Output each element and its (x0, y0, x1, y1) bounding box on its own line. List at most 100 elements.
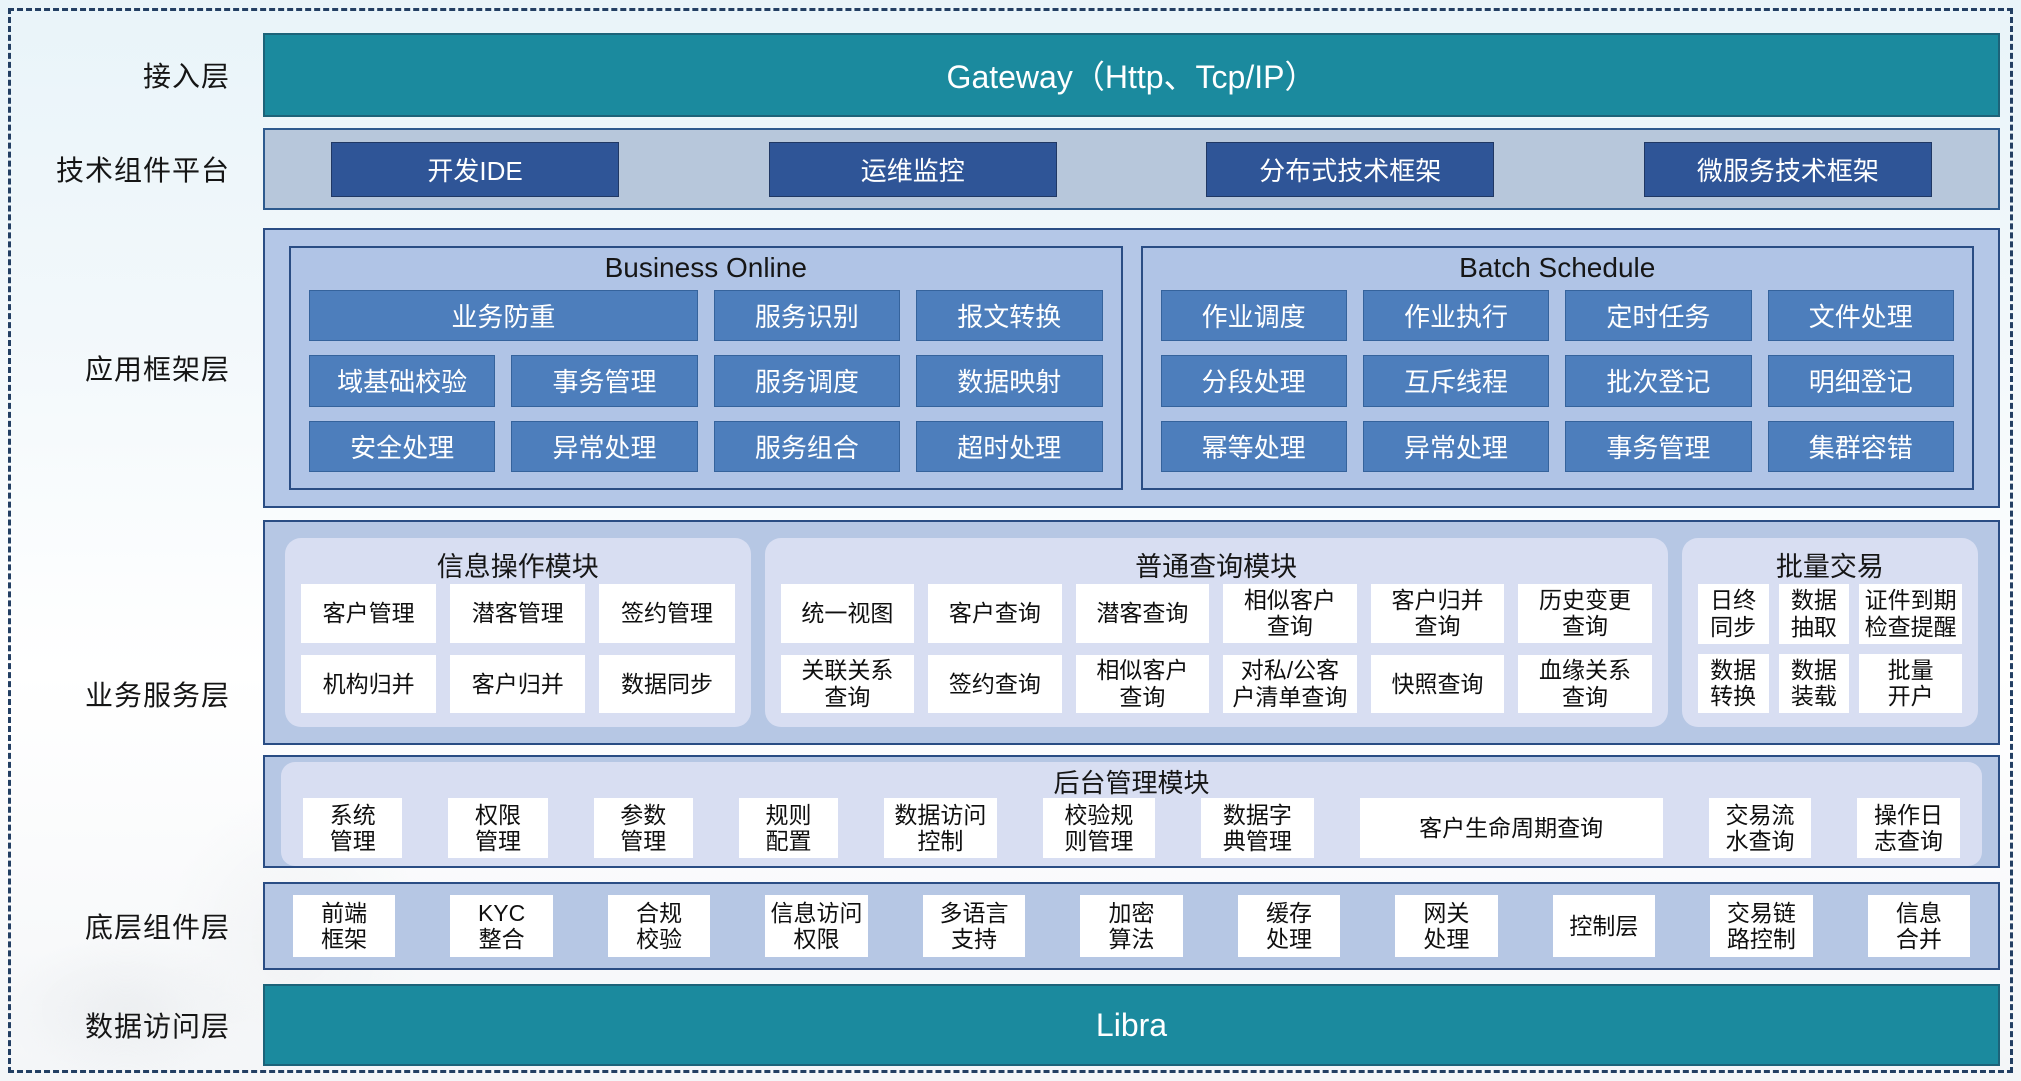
service-box: 统一视图 (780, 584, 915, 643)
service-box: 血缘关系 查询 (1518, 654, 1652, 713)
batch-trade-panel: 批量交易 日终 同步 数据 抽取 证件到期 检查提醒 数据 转换 数据 装载 批… (1681, 538, 1978, 727)
service-box: 快照查询 (1370, 654, 1505, 713)
component-box: 信息 合并 (1867, 895, 1970, 957)
module-box: 批次登记 (1565, 355, 1752, 407)
business-service-row: 业务服务层 信息操作模块 客户管理 潜客管理 签约管理 机构归并 客户归并 数据… (0, 520, 2021, 868)
module-box: 事务管理 (511, 355, 698, 407)
service-box: 权限 管理 (448, 798, 548, 858)
tech-item: 分布式技术框架 (1206, 141, 1495, 197)
tech-platform-label: 技术组件平台 (55, 155, 230, 186)
access-layer-content: Gateway（Http、Tcp/IP） (263, 33, 2000, 117)
module-box: 分段处理 (1160, 355, 1347, 407)
service-box: 数据 抽取 (1778, 584, 1850, 644)
component-box: 信息访问 权限 (765, 895, 868, 957)
module-box: 安全处理 (309, 420, 496, 472)
common-query-grid: 统一视图 客户查询 潜客查询 相似客户 查询 客户归并 查询 历史变更 查询 关… (780, 584, 1652, 713)
service-box: 相似客户 查询 (1075, 654, 1210, 713)
service-box: 操作日 志查询 (1857, 798, 1960, 858)
tech-platform-row: 技术组件平台 开发IDE 运维监控 分布式技术框架 微服务技术框架 (0, 128, 2021, 210)
service-box: 数据 转换 (1697, 653, 1769, 713)
module-box: 幂等处理 (1160, 420, 1347, 472)
access-layer-label: 接入层 (142, 61, 230, 92)
component-box: 缓存 处理 (1237, 895, 1341, 957)
business-service-label: 业务服务层 (84, 680, 230, 711)
app-framework-content: Business Online 业务防重 服务识别 报文转换 域基础校验 事务管… (263, 228, 2000, 508)
module-box: 服务调度 (713, 355, 901, 407)
component-box: 交易链 路控制 (1710, 895, 1813, 957)
libra-bar: Libra (263, 984, 2000, 1066)
component-box: KYC 整合 (450, 895, 553, 957)
business-service-content: 信息操作模块 客户管理 潜客管理 签约管理 机构归并 客户归并 数据同步 普通查… (263, 520, 2000, 868)
service-box: 客户归并 (450, 654, 586, 713)
batch-trade-grid: 日终 同步 数据 抽取 证件到期 检查提醒 数据 转换 数据 装载 批量 开户 (1697, 584, 1962, 713)
tech-item: 运维监控 (768, 141, 1057, 197)
service-box: 客户管理 (301, 584, 437, 643)
service-box: 关联关系 查询 (780, 654, 915, 713)
admin-module-row: 系统 管理 权限 管理 参数 管理 规则 配置 数据访问 控制 校验规 则管理 … (303, 798, 1960, 858)
component-box: 网关 处理 (1395, 895, 1498, 957)
service-box: 规则 配置 (738, 798, 839, 858)
module-box: 定时任务 (1565, 290, 1752, 342)
service-box: 潜客查询 (1075, 584, 1210, 643)
service-box: 交易流 水查询 (1708, 798, 1812, 858)
service-box: 数据同步 (599, 654, 735, 713)
module-box: 服务识别 (713, 290, 901, 342)
common-query-title: 普通查询模块 (1135, 551, 1298, 582)
batch-schedule-grid: 作业调度 作业执行 定时任务 文件处理 分段处理 互斥线程 批次登记 明细登记 … (1143, 288, 1973, 488)
admin-module-panel: 后台管理模块 系统 管理 权限 管理 参数 管理 规则 配置 数据访问 控制 校… (281, 762, 1982, 866)
component-box: 控制层 (1552, 895, 1656, 957)
service-box: 客户生命周期查询 (1359, 798, 1663, 858)
info-operation-panel: 信息操作模块 客户管理 潜客管理 签约管理 机构归并 客户归并 数据同步 (285, 538, 751, 727)
service-modules-container: 信息操作模块 客户管理 潜客管理 签约管理 机构归并 客户归并 数据同步 普通查… (263, 520, 2000, 745)
module-box: 异常处理 (1362, 420, 1550, 472)
service-box: 批量 开户 (1859, 653, 1962, 713)
component-box: 多语言 支持 (922, 895, 1026, 957)
business-online-grid: 业务防重 服务识别 报文转换 域基础校验 事务管理 服务调度 数据映射 安全处理… (291, 288, 1121, 488)
base-components-container: 前端 框架 KYC 整合 合规 校验 信息访问 权限 多语言 支持 加密 算法 … (263, 882, 2000, 970)
service-box: 签约查询 (928, 654, 1062, 713)
service-box: 日终 同步 (1697, 584, 1769, 644)
tech-item: 开发IDE (331, 141, 620, 197)
component-box: 前端 框架 (293, 895, 396, 957)
admin-module-container: 后台管理模块 系统 管理 权限 管理 参数 管理 规则 配置 数据访问 控制 校… (263, 755, 2000, 868)
app-framework-label: 应用框架层 (84, 354, 230, 385)
batch-schedule-box: Batch Schedule 作业调度 作业执行 定时任务 文件处理 分段处理 … (1140, 246, 1974, 490)
service-box: 历史变更 查询 (1518, 584, 1652, 643)
app-framework-container: Business Online 业务防重 服务识别 报文转换 域基础校验 事务管… (263, 228, 2000, 508)
service-box: 证件到期 检查提醒 (1859, 584, 1962, 644)
component-box: 加密 算法 (1080, 895, 1183, 957)
service-box: 签约管理 (599, 584, 735, 643)
module-box: 集群容错 (1767, 420, 1954, 472)
base-components-content: 前端 框架 KYC 整合 合规 校验 信息访问 权限 多语言 支持 加密 算法 … (263, 882, 2000, 970)
module-box: 域基础校验 (309, 355, 496, 407)
module-box: 业务防重 (309, 290, 698, 342)
info-operation-title: 信息操作模块 (436, 551, 599, 582)
access-layer-row: 接入层 Gateway（Http、Tcp/IP） (0, 33, 2021, 117)
base-components-row: 底层组件层 前端 框架 KYC 整合 合规 校验 信息访问 权限 多语言 支持 … (0, 882, 2021, 970)
batch-trade-title: 批量交易 (1775, 551, 1884, 582)
service-box: 客户归并 查询 (1370, 584, 1505, 643)
module-box: 互斥线程 (1362, 355, 1550, 407)
service-box: 相似客户 查询 (1223, 584, 1357, 643)
module-box: 事务管理 (1565, 420, 1752, 472)
data-access-content: Libra (263, 984, 2000, 1066)
gateway-bar: Gateway（Http、Tcp/IP） (263, 33, 2000, 117)
tech-platform-container: 开发IDE 运维监控 分布式技术框架 微服务技术框架 (263, 128, 2000, 210)
data-access-row: 数据访问层 Libra (0, 984, 2021, 1066)
module-box: 明细登记 (1767, 355, 1954, 407)
service-box: 数据 装载 (1778, 653, 1850, 713)
app-framework-row: 应用框架层 Business Online 业务防重 服务识别 报文转换 域基础… (0, 228, 2021, 508)
service-box: 数据字 典管理 (1201, 798, 1314, 858)
module-box: 文件处理 (1767, 290, 1954, 342)
base-components-label: 底层组件层 (84, 912, 230, 943)
module-box: 报文转换 (916, 290, 1103, 342)
service-box: 机构归并 (301, 654, 437, 713)
service-box: 客户查询 (928, 584, 1062, 643)
service-box: 参数 管理 (593, 798, 693, 858)
info-operation-grid: 客户管理 潜客管理 签约管理 机构归并 客户归并 数据同步 (301, 584, 735, 713)
service-box: 校验规 则管理 (1042, 798, 1156, 858)
business-online-box: Business Online 业务防重 服务识别 报文转换 域基础校验 事务管… (289, 246, 1123, 490)
service-box: 系统 管理 (303, 798, 403, 858)
module-box: 异常处理 (511, 420, 698, 472)
